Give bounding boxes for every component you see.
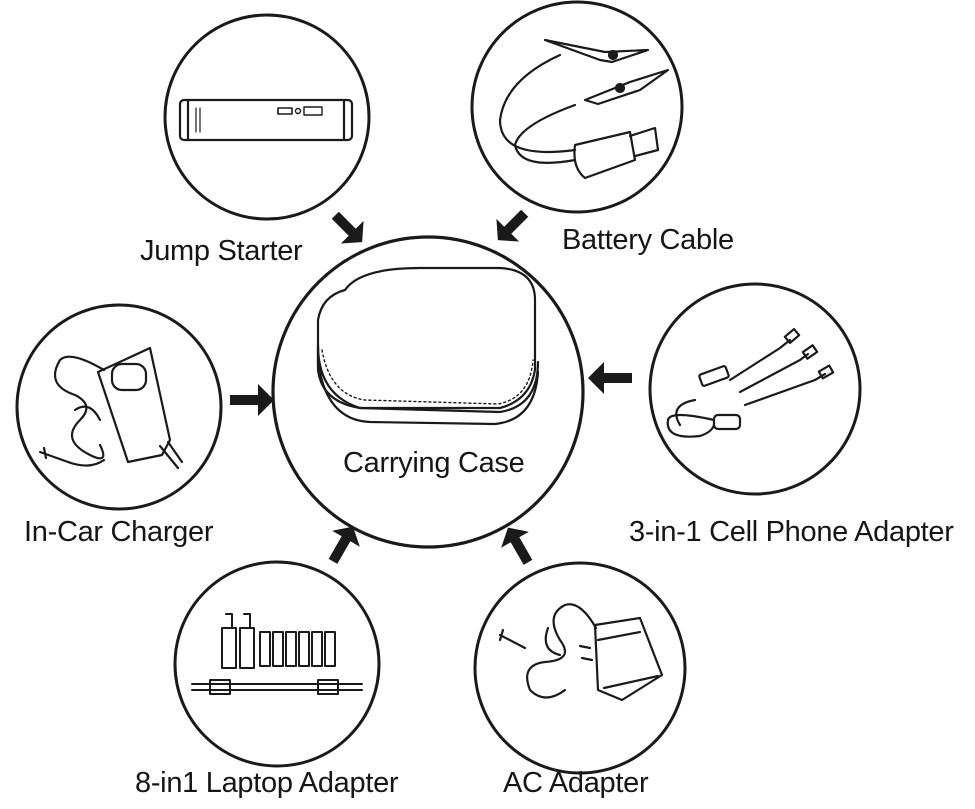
- battery-cable-label: Battery Cable: [562, 224, 734, 256]
- arrow-laptop-adapter: [328, 526, 360, 564]
- ac-adapter-label: AC Adapter: [503, 767, 649, 799]
- arrow-battery-cable: [496, 209, 529, 242]
- ac-adapter-node: [473, 561, 687, 775]
- cell-phone-adapter-label: 3-in-1 Cell Phone Adapter: [629, 516, 954, 548]
- arrows: [230, 209, 632, 565]
- laptop-adapter-node: [173, 560, 381, 768]
- battery-cable-icon: [498, 38, 670, 180]
- ac-adapter-icon: [498, 603, 664, 702]
- arrow-jump-starter: [331, 211, 364, 244]
- carrying-case-label: Carrying Case: [343, 447, 525, 479]
- laptop-adapter-label: 8-in1 Laptop Adapter: [135, 767, 399, 799]
- carrying-case-icon: [316, 266, 540, 426]
- jump-starter-label: Jump Starter: [140, 235, 303, 267]
- battery-cable-node: [470, 0, 684, 214]
- in-car-charger-label: In-Car Charger: [24, 516, 214, 548]
- in-car-charger-icon: [38, 346, 184, 470]
- cell-phone-adapter-node: [648, 282, 862, 496]
- jump-starter-node: [163, 13, 371, 221]
- laptop-adapter-icon: [191, 613, 363, 695]
- jump-starter-icon: [178, 98, 354, 142]
- in-car-charger-node: [15, 303, 223, 511]
- carrying-case-node: [271, 235, 585, 549]
- arrow-ac-adapter: [501, 527, 533, 565]
- cell-phone-adapter-icon: [666, 327, 835, 438]
- arrow-cell-phone-adapter: [588, 362, 632, 394]
- arrow-in-car-charger: [230, 384, 274, 416]
